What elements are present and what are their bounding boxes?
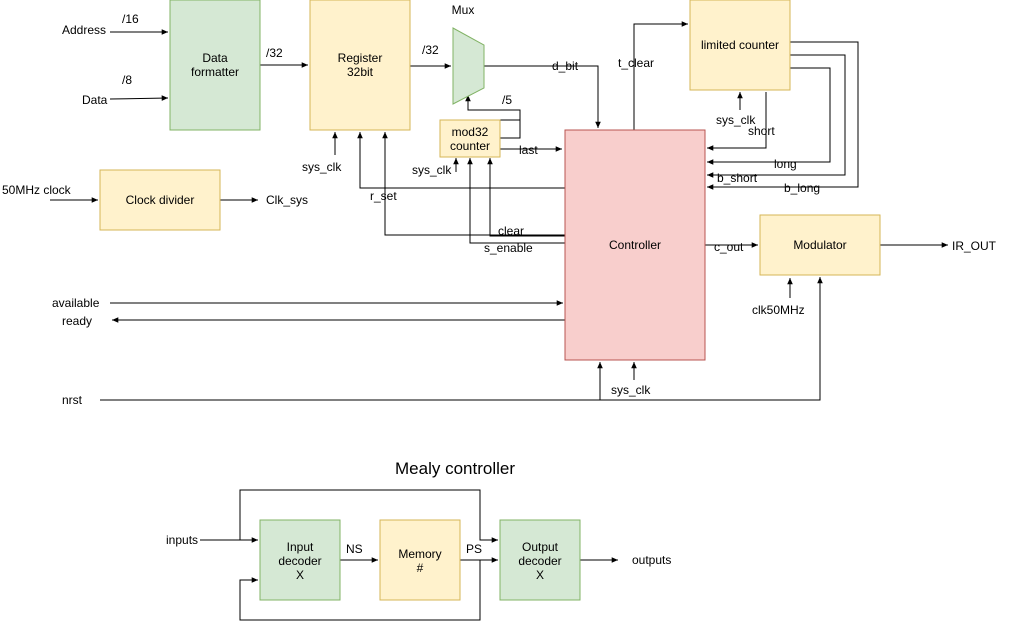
mealy-inputs-label: inputs <box>166 533 198 547</box>
output-decoder-label-1: Output <box>522 540 559 554</box>
mod32-to-mux-width-label: /5 <box>502 93 512 107</box>
controller-block: Controller <box>564 129 706 361</box>
mux-block: Mux <box>452 3 485 105</box>
t-clear-wire <box>633 21 688 130</box>
clear-label: clear <box>498 224 524 238</box>
mealy-ns-label: NS <box>346 542 363 556</box>
limited-sys-clk-label: sys_clk <box>716 113 756 127</box>
input-decoder-label-1: Input <box>287 540 314 554</box>
memory-rect <box>379 519 461 601</box>
mod32-label-2: counter <box>450 139 490 153</box>
s-enable-label: s_enable <box>484 241 533 255</box>
mealy-title: Mealy controller <box>395 459 515 478</box>
mealy-ps-label: PS <box>466 542 482 556</box>
limited-counter-block: limited counter <box>689 0 791 91</box>
data-width-label: /8 <box>122 73 132 87</box>
memory-label-1: Memory <box>398 547 441 561</box>
limited-counter-rect <box>689 0 791 91</box>
output-decoder-rect <box>499 519 581 601</box>
b-short-label: b_short <box>717 171 758 185</box>
output-decoder-label-3: X <box>536 568 544 582</box>
clock-divider-rect <box>99 169 221 231</box>
r-set-wire <box>357 132 565 189</box>
register-block: Register 32bit <box>309 0 411 131</box>
register-label-1: Register <box>338 51 383 65</box>
mod32-to-mux-wire <box>465 95 521 139</box>
b-short-wire <box>707 54 846 178</box>
ir-out-label: IR_OUT <box>952 239 997 253</box>
available-label: available <box>52 296 100 310</box>
modulator-block: Modulator <box>759 214 881 276</box>
mod32-counter-block: mod32 counter <box>439 119 501 158</box>
formatter-out-width-label: /32 <box>266 46 283 60</box>
b-long-label: b_long <box>784 181 820 195</box>
wires <box>50 21 948 621</box>
r-set-label: r_set <box>370 189 397 203</box>
register-sys-clk-label: sys_clk <box>302 160 342 174</box>
address-label: Address <box>62 23 106 37</box>
mealy-outputs-label: outputs <box>632 553 671 567</box>
mod32-label-1: mod32 <box>452 125 489 139</box>
nrst-label: nrst <box>62 393 83 407</box>
data-wire <box>109 95 169 101</box>
input-decoder-label-2: decoder <box>278 554 321 568</box>
mod32-feedback-1 <box>500 119 521 139</box>
memory-label-2: # <box>417 561 424 575</box>
mux-shape <box>452 27 485 105</box>
input-decoder-label-3: X <box>296 568 304 582</box>
mealy-feedback-wire <box>239 560 481 621</box>
clear-to-mod32-wire <box>487 158 565 237</box>
last-label: last <box>519 143 538 157</box>
modulator-label: Modulator <box>793 238 846 252</box>
clk-in-label: 50MHz clock <box>2 183 72 197</box>
modulator-rect <box>759 214 881 276</box>
clk50mhz-label: clk50MHz <box>752 303 805 317</box>
data-formatter-rect <box>169 0 261 131</box>
mod32-sys-clk-label: sys_clk <box>412 163 452 177</box>
controller-rect <box>564 129 706 361</box>
mealy-controller-diagram: Mealy controller Input decoder X Memory … <box>166 459 671 601</box>
clock-divider-block: Clock divider <box>99 169 221 231</box>
data-formatter-label-1: Data <box>202 51 228 65</box>
short-label: short <box>748 124 775 138</box>
c-out-label: c_out <box>714 240 744 254</box>
b-long-wire <box>707 41 859 190</box>
mealy-bypass-wire <box>239 489 498 543</box>
limited-counter-label: limited counter <box>701 38 779 52</box>
register-label-2: 32bit <box>347 65 374 79</box>
mod32-counter-rect <box>439 119 501 158</box>
register-out-width-label: /32 <box>422 43 439 57</box>
ready-label: ready <box>62 314 92 328</box>
register-rect <box>309 0 411 131</box>
data-formatter-label-2: formatter <box>191 65 239 79</box>
controller-sys-clk-label: sys_clk <box>611 383 651 397</box>
long-label: long <box>774 157 797 171</box>
clk-sys-label: Clk_sys <box>266 193 308 207</box>
nrst-wire <box>100 277 823 401</box>
s-enable-wire <box>467 158 565 244</box>
t-clear-label: t_clear <box>618 56 654 70</box>
mux-label: Mux <box>452 3 475 17</box>
address-width-label: /16 <box>122 12 139 26</box>
controller-label: Controller <box>609 238 661 252</box>
d-bit-label: d_bit <box>552 59 579 73</box>
clear-wire <box>382 132 565 236</box>
long-wire <box>707 67 831 165</box>
data-formatter-block: Data formatter <box>169 0 261 131</box>
short-wire <box>707 92 767 151</box>
data-label: Data <box>82 93 108 107</box>
clock-divider-label: Clock divider <box>126 193 195 207</box>
d-bit-wire <box>484 65 601 128</box>
output-decoder-label-2: decoder <box>518 554 561 568</box>
input-decoder-rect <box>259 519 341 601</box>
signal-labels: Address /16 Data /8 /32 /32 /5 d_bit t_c… <box>2 12 997 407</box>
